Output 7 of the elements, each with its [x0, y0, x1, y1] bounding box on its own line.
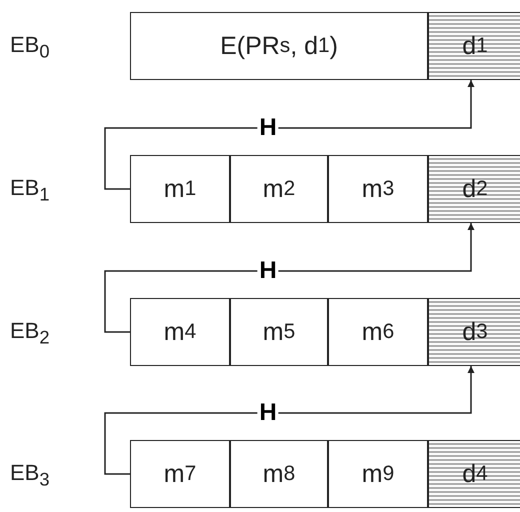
row-label: EB$_{3}$ [10, 460, 50, 490]
row-label: EB$_{0}$ [10, 32, 50, 62]
arrow [104, 80, 474, 190]
row-label: EB$_{1}$ [10, 175, 50, 206]
arrow [104, 366, 474, 475]
arrow [104, 223, 474, 333]
row-label: EB$_{2}$ [10, 318, 50, 348]
